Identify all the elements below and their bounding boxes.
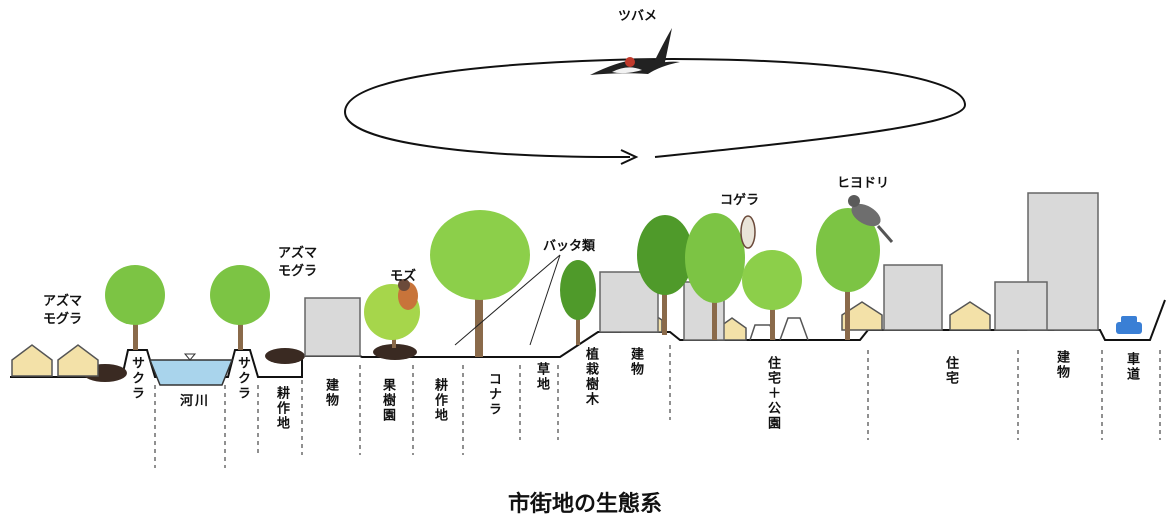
bulbul-label: ヒヨドリ <box>837 176 890 191</box>
grasshopper-callout-lines <box>454 254 561 346</box>
zone-sakura-left: サクラ <box>129 356 144 401</box>
tree-icons <box>105 208 880 357</box>
woodpecker-icon <box>740 215 756 249</box>
zone-building-2: 建物 <box>628 347 643 377</box>
swallow-flight-path <box>343 57 967 165</box>
zone-river: 河川 <box>180 394 211 409</box>
zone-orchard: 果樹園 <box>380 378 395 423</box>
diagram-caption: 市街地の生態系 <box>507 492 662 517</box>
zone-road: 車道 <box>1124 352 1139 382</box>
zone-building-1: 建物 <box>323 378 338 408</box>
mole-mid-label-line1: アズマ <box>278 246 318 261</box>
zone-konara: コナラ <box>486 372 501 417</box>
woodpecker-label: コゲラ <box>720 193 760 208</box>
shrike-label: モズ <box>390 269 417 284</box>
arrow-head-icon <box>620 149 639 165</box>
grasshopper-label: バッタ類 <box>543 239 596 254</box>
zone-cropland-2: 耕作地 <box>432 378 447 423</box>
shrike-icon <box>398 279 418 310</box>
zone-planted-trees: 植栽樹木 <box>583 347 598 407</box>
swallow-label: ツバメ <box>618 9 658 24</box>
building-icons <box>304 192 1099 357</box>
zone-cropland-1: 耕作地 <box>274 386 289 431</box>
zone-housing: 住宅 <box>943 356 958 386</box>
swallow-icon <box>590 28 680 75</box>
zone-building-3: 建物 <box>1054 350 1069 380</box>
river-water <box>148 359 234 386</box>
mole-left-label-line2: モグラ <box>43 312 83 327</box>
zone-grassland: 草地 <box>534 362 549 392</box>
water-level-icon <box>183 353 197 361</box>
car-icon <box>1116 316 1142 334</box>
mole-left-label-line1: アズマ <box>43 294 83 309</box>
playground-icon <box>749 317 809 341</box>
zone-sakura-right: サクラ <box>235 356 250 401</box>
zone-dividers <box>154 345 1161 468</box>
mole-mid-label-line2: モグラ <box>278 264 318 279</box>
bulbul-icon <box>848 195 894 243</box>
zone-housing-park: 住宅＋公園 <box>765 356 780 431</box>
